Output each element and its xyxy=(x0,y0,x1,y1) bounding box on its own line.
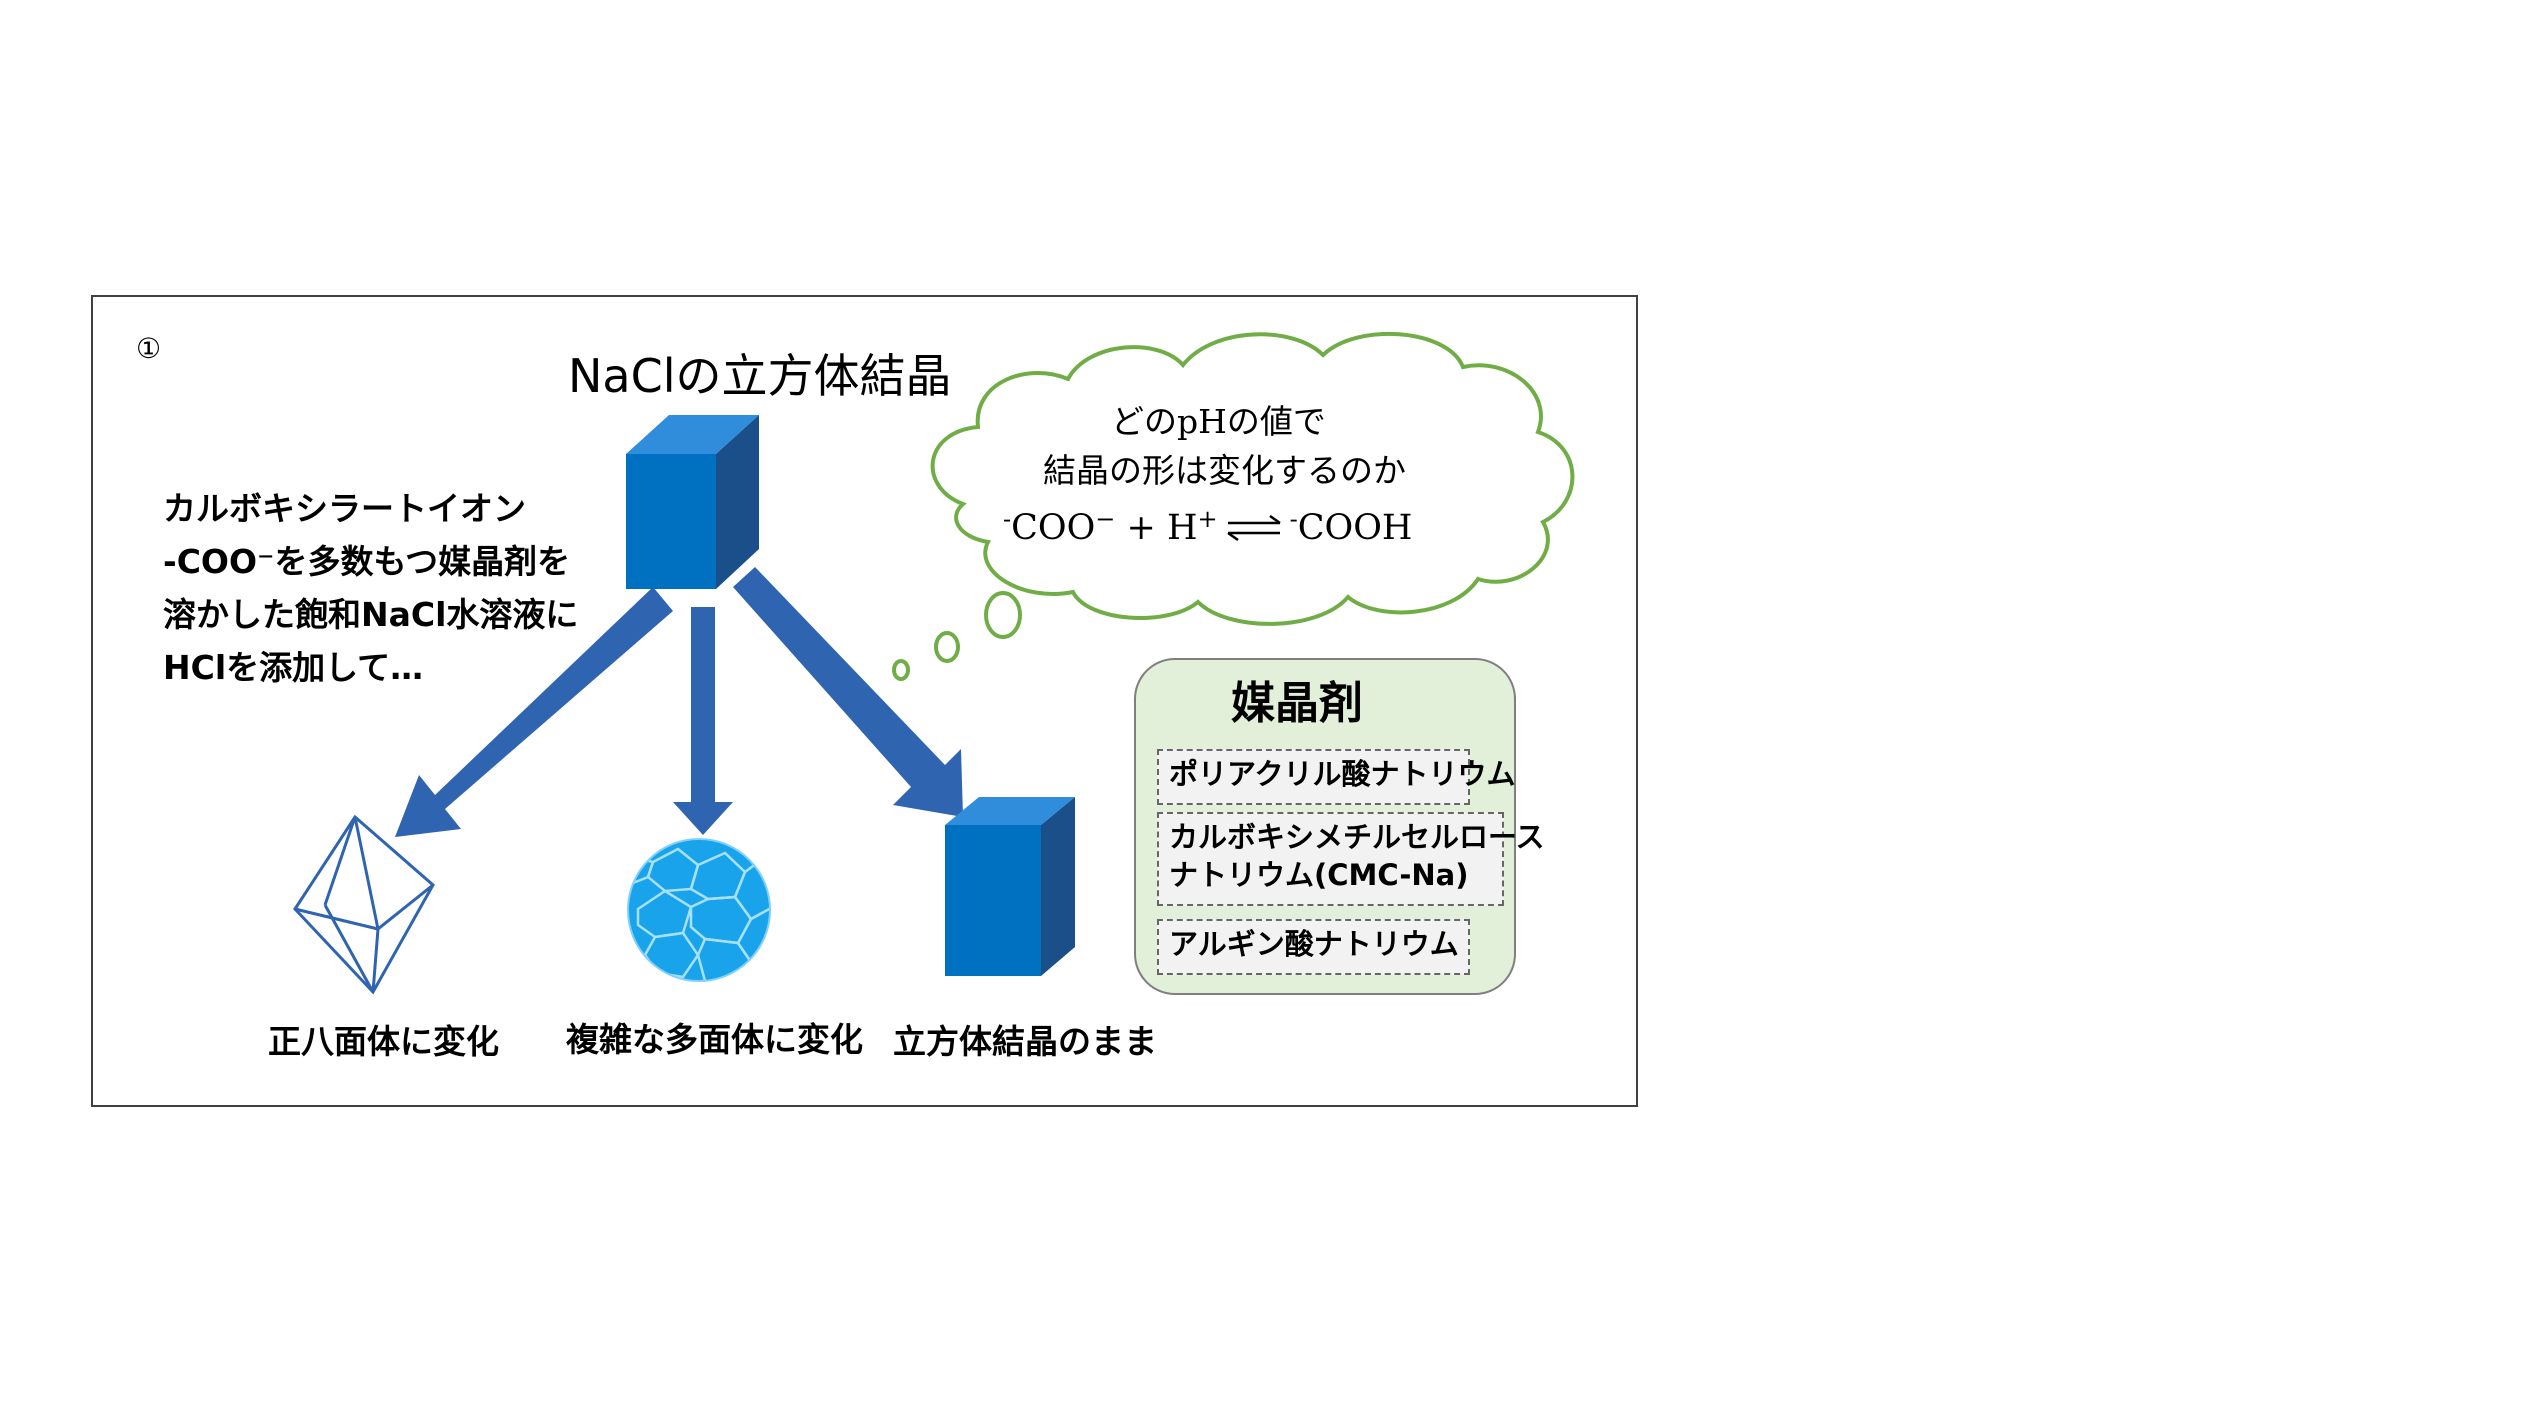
eq-right: COOH xyxy=(1297,508,1413,548)
question-line-1: どのpHの値で xyxy=(1111,402,1326,441)
description-line: 溶かした飽和NaCl水溶液に xyxy=(163,595,579,634)
agent-item: カルボキシメチルセルロース ナトリウム(CMC-Na) xyxy=(1157,812,1545,906)
thought-cloud xyxy=(892,331,1575,681)
procedure-description: カルボキシラートイオン -COO⁻を多数もつ媒晶剤を 溶かした飽和NaCl水溶液… xyxy=(163,482,578,694)
agent-panel-title: 媒晶剤 xyxy=(1231,678,1363,729)
arrow-middle xyxy=(673,607,733,835)
arrow-left xyxy=(395,587,673,837)
agent-item-line: ナトリウム(CMC-Na) xyxy=(1169,858,1469,892)
question-line-2: 結晶の形は変化するのか xyxy=(1043,451,1406,490)
diagram-frame: ① NaClの立方体結晶 カルボキシラートイオン -COO⁻を多数もつ媒晶剤を … xyxy=(91,295,1638,1107)
eq-left: COO xyxy=(1011,508,1096,548)
complex-polyhedron-icon xyxy=(627,838,771,982)
agent-item: アルギン酸ナトリウム xyxy=(1157,919,1470,975)
diagram-title: NaClの立方体結晶 xyxy=(568,349,952,403)
description-line: -COO⁻を多数もつ媒晶剤を xyxy=(163,542,571,581)
diagram-art xyxy=(293,331,1575,995)
octahedron-icon xyxy=(293,814,435,995)
equilibrium-arrows-icon xyxy=(1226,514,1281,542)
equilibrium-equation: -COO− + H+-COOH xyxy=(1003,505,1412,548)
outcome-octahedron-label: 正八面体に変化 xyxy=(268,1022,499,1061)
arrow-right xyxy=(733,567,963,817)
description-line: カルボキシラートイオン xyxy=(163,489,526,528)
agent-item-line: アルギン酸ナトリウム xyxy=(1169,927,1459,961)
eq-right-superscript: - xyxy=(1289,505,1298,533)
agent-item-line: カルボキシメチルセルロース xyxy=(1169,820,1545,854)
outcome-polyhedron-label: 複雑な多面体に変化 xyxy=(566,1020,863,1059)
agent-item-line: ポリアクリル酸ナトリウム xyxy=(1169,757,1516,791)
eq-left-charge: − xyxy=(1095,505,1116,533)
agent-item: ポリアクリル酸ナトリウム xyxy=(1157,749,1516,805)
figure-number: ① xyxy=(136,332,162,365)
result-cube-icon xyxy=(945,797,1075,976)
outcome-cube-label: 立方体結晶のまま xyxy=(893,1022,1157,1061)
main-cube-icon xyxy=(626,415,759,589)
eq-left-superscript: - xyxy=(1003,505,1012,533)
eq-h-superscript: + xyxy=(1197,505,1218,533)
description-line: HClを添加して… xyxy=(163,648,424,687)
eq-plus-h: + H xyxy=(1115,508,1198,548)
